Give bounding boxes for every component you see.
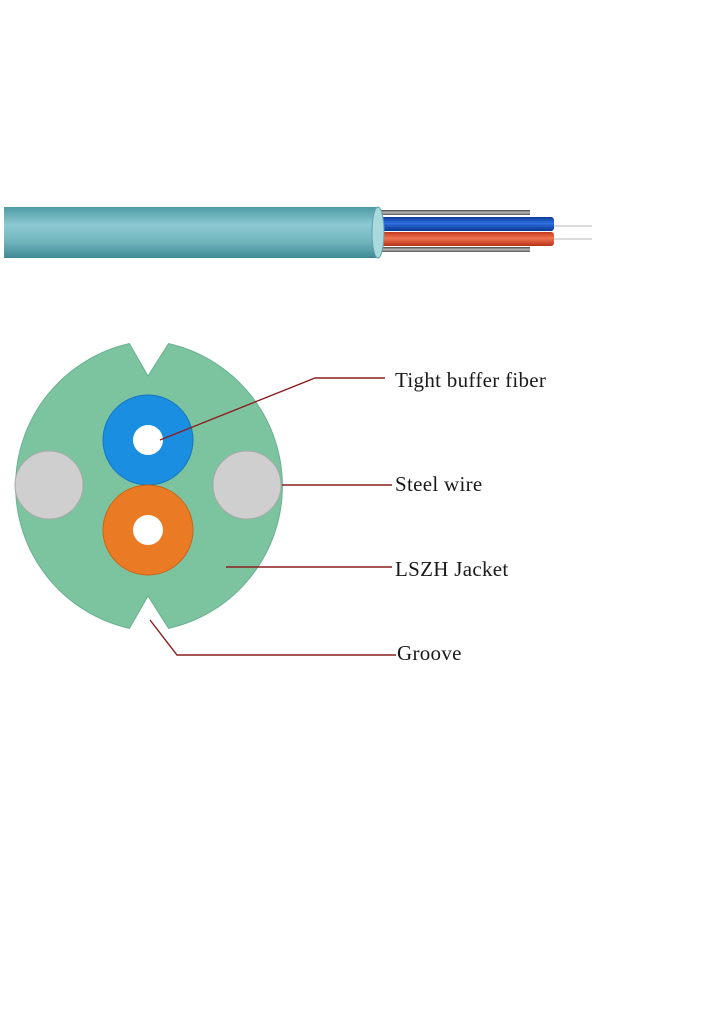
leader-lines (149, 377, 396, 656)
label-groove: Groove (397, 641, 462, 665)
steel-wire-right (212, 450, 282, 520)
orange-fiber-core (133, 515, 163, 545)
label-lszh-jacket: LSZH Jacket (395, 557, 509, 581)
steel-wire-left (14, 450, 84, 520)
blue-fiber-core (133, 425, 163, 455)
cable-jacket-end (371, 206, 385, 259)
leader-groove (149, 619, 396, 656)
blue-buffer-side (378, 217, 554, 231)
label-tight-buffer-fiber: Tight buffer fiber (395, 368, 546, 392)
cable-cross-section (14, 343, 283, 629)
orange-buffer-side (378, 232, 554, 246)
cable-side-view (4, 206, 592, 259)
steel-wire-bottom (378, 247, 530, 252)
cable-jacket-side (4, 207, 378, 258)
leader-tight-buffer (159, 377, 385, 441)
steel-wire-top (378, 210, 530, 215)
label-steel-wire: Steel wire (395, 472, 483, 496)
